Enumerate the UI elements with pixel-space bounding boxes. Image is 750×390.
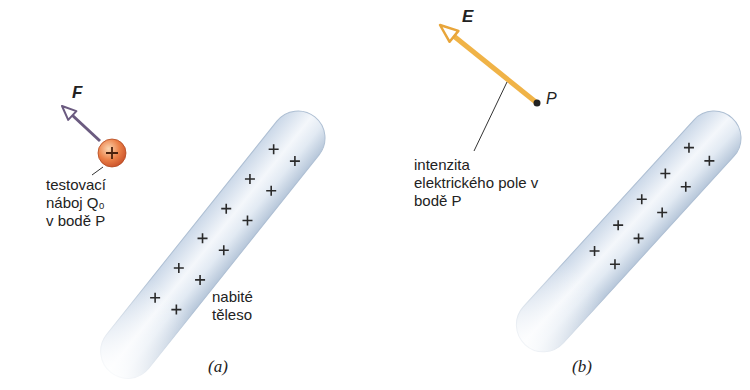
plus-sign [613,220,623,230]
plus-sign [637,194,647,204]
plus-sign [610,259,620,269]
plus-sign [150,293,160,303]
arrow-head [440,25,458,42]
plus-signs [585,135,720,277]
plus-sign [269,144,279,154]
field-arrow [454,36,537,103]
arrow-head [62,106,76,120]
leader-line [474,82,507,151]
vector-symbol: F [72,84,82,102]
plus-sign [245,174,255,184]
plus-sign [198,233,208,243]
plus-sign [221,204,231,214]
plus-sign [657,208,667,218]
charged-rod [81,98,338,390]
plus-sign [266,186,276,196]
plus-sign [219,245,229,255]
panel-label: (a) [208,358,228,376]
rod-fade [81,276,197,390]
plus-sign [634,233,644,243]
rod-fade [490,258,608,380]
leader-line [92,167,103,175]
charge-sign [106,147,118,159]
callout-label: intenzita elektrického pole v bodě P [414,156,542,210]
point-label: P [546,90,557,108]
plus-sign [242,216,252,226]
force-arrow [72,115,100,141]
plus-sign [681,182,691,192]
charged-rod [490,98,750,380]
plus-sign [590,246,600,256]
plus-sign [290,156,300,166]
test-charge [98,139,126,167]
panel-label: (b) [572,358,592,376]
plus-sign [684,143,694,153]
vector-symbol: E [462,8,473,26]
plus-sign [704,156,714,166]
plus-sign [174,263,184,273]
callout-label: nabité těleso [212,288,272,324]
point-dot [534,100,541,107]
callout-label: testovací náboj Q₀ v bodě P [46,176,112,230]
plus-sign [195,275,205,285]
plus-sign [171,305,181,315]
plus-sign [660,168,670,178]
